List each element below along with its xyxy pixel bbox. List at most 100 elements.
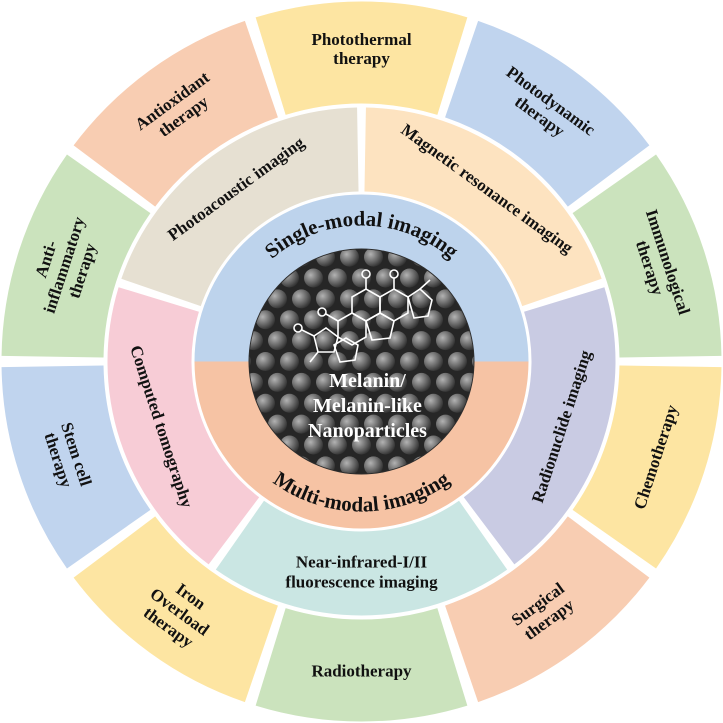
outer-segment-antioxidant-therapy bbox=[73, 20, 278, 207]
outer-segment-iron-overload-therapy bbox=[73, 516, 278, 703]
outer-segment-surgical-therapy bbox=[445, 516, 650, 703]
nanoparticle-sphere bbox=[316, 331, 335, 351]
nanoparticle-sphere bbox=[412, 372, 431, 392]
nanoparticle-sphere bbox=[352, 393, 371, 413]
nanoparticle-sphere bbox=[328, 268, 347, 288]
nanoparticle-sphere bbox=[364, 249, 383, 267]
nanoparticle-sphere bbox=[340, 249, 359, 267]
nanoparticle-sphere bbox=[304, 435, 323, 455]
nanoparticle-sphere bbox=[364, 456, 383, 474]
middle-label-near-infrared-i-ii-fluorescence-imaging-line: fluorescence imaging bbox=[285, 572, 438, 591]
nanoparticle-sphere bbox=[316, 372, 335, 392]
nanoparticle-sphere bbox=[268, 372, 287, 392]
nanoparticle-sphere bbox=[292, 331, 311, 351]
nanoparticle-sphere bbox=[460, 372, 474, 392]
nanoparticle-sphere bbox=[304, 393, 323, 413]
nanoparticle-sphere bbox=[364, 414, 383, 434]
nanoparticle-sphere bbox=[256, 310, 275, 330]
nanoparticle-sphere bbox=[340, 456, 359, 474]
nanoparticle-sphere bbox=[268, 414, 287, 434]
nanoparticle-sphere bbox=[364, 289, 383, 309]
nanoparticle-sphere bbox=[448, 393, 467, 413]
nanoparticle-sphere bbox=[376, 352, 395, 371]
nanoparticle-sphere bbox=[292, 414, 311, 434]
nanoparticle-sphere bbox=[292, 289, 311, 309]
outer-segment-anti-inflammatory-therapy bbox=[1, 154, 151, 358]
melanin-structure-icon bbox=[293, 269, 433, 363]
nanoparticle-sphere bbox=[436, 289, 455, 309]
outer-segment-photodynamic-therapy bbox=[445, 20, 650, 207]
nanoparticle-sphere bbox=[268, 331, 287, 351]
nanoparticle-sphere bbox=[448, 352, 467, 371]
nanoparticle-sphere bbox=[328, 393, 347, 413]
nanoparticle-sphere bbox=[280, 352, 299, 371]
inner-segment-multi-modal-imaging bbox=[194, 361, 529, 529]
middle-segment-computed-tomography bbox=[107, 287, 260, 565]
middle-segment-photoacoustic-imaging bbox=[121, 107, 359, 307]
nanoparticle-sphere bbox=[388, 331, 407, 351]
nanoparticle-sphere bbox=[376, 310, 395, 330]
nanoparticle-sphere bbox=[436, 331, 455, 351]
nanoparticle-sphere bbox=[436, 372, 455, 392]
nanoparticle-sphere bbox=[328, 310, 347, 330]
nanoparticle-sphere bbox=[340, 289, 359, 309]
outer-label-photothermal-therapy-line: Photothermal bbox=[311, 30, 411, 49]
nanoparticle-sphere bbox=[249, 372, 263, 392]
nanoparticle-sphere bbox=[316, 289, 335, 309]
nanoparticle-sphere bbox=[280, 393, 299, 413]
nanoparticle-sphere bbox=[364, 372, 383, 392]
outer-segment-radiotherapy bbox=[255, 608, 468, 722]
nanoparticle-sphere bbox=[388, 372, 407, 392]
nanoparticle-sphere bbox=[304, 268, 323, 288]
nanoparticle-sphere bbox=[400, 268, 419, 288]
middle-segment-radionuclide-imaging bbox=[463, 287, 616, 565]
nanoparticle-sphere bbox=[316, 414, 335, 434]
nanoparticle-sphere bbox=[376, 435, 395, 455]
nanoparticle-sphere bbox=[328, 352, 347, 371]
nanoparticle-sphere bbox=[256, 352, 275, 371]
nanoparticle-sphere bbox=[400, 393, 419, 413]
outer-label-photothermal-therapy-line: therapy bbox=[333, 49, 390, 68]
inner-segment-single-modal-imaging bbox=[194, 194, 529, 362]
middle-segment-magnetic-resonance-imaging bbox=[364, 107, 602, 307]
nanoparticle-sphere bbox=[412, 414, 431, 434]
nanoparticle-sphere bbox=[388, 414, 407, 434]
outer-segment-immunological-therapy bbox=[572, 154, 722, 358]
core-label-line: Melanin/ bbox=[329, 370, 406, 392]
nanoparticle-sphere bbox=[436, 414, 455, 434]
outer-segment-chemotherapy bbox=[572, 365, 722, 569]
nanoparticle-sphere bbox=[460, 331, 474, 351]
nanoparticle-sphere bbox=[400, 435, 419, 455]
nanoparticle-sphere bbox=[304, 352, 323, 371]
nanoparticle-sphere bbox=[412, 331, 431, 351]
nanoparticle-sphere bbox=[352, 435, 371, 455]
nanoparticle-sphere bbox=[292, 372, 311, 392]
nanoparticle-sphere bbox=[280, 310, 299, 330]
outer-segment-stem-cell-therapy bbox=[1, 365, 151, 569]
nanoparticle-sphere bbox=[400, 352, 419, 371]
core-label-line: Melanin-like bbox=[313, 395, 422, 417]
nanoparticle-sphere bbox=[256, 393, 275, 413]
nanoparticle-sphere bbox=[448, 310, 467, 330]
outer-label-radiotherapy-line: Radiotherapy bbox=[311, 661, 412, 680]
nanoparticle-sphere bbox=[249, 331, 263, 351]
outer-label-radiotherapy: Radiotherapy bbox=[311, 661, 412, 680]
nanoparticle-sphere bbox=[424, 352, 443, 371]
middle-segment-near-infrared-i-ii-fluorescence-imaging bbox=[215, 500, 508, 616]
nanoparticle-sphere bbox=[328, 435, 347, 455]
nanoparticle-sphere bbox=[340, 414, 359, 434]
nanoparticle-sphere bbox=[376, 393, 395, 413]
outer-segment-photothermal-therapy bbox=[255, 1, 468, 115]
core-shade bbox=[249, 249, 474, 474]
middle-label-near-infrared-i-ii-fluorescence-imaging-line: Near-infrared-I/II bbox=[296, 552, 428, 571]
nanoparticle-sphere bbox=[424, 393, 443, 413]
core-label-line: Nanoparticles bbox=[308, 420, 427, 442]
nanoparticle-sphere bbox=[268, 289, 287, 309]
nanoparticle-sphere bbox=[340, 372, 359, 392]
